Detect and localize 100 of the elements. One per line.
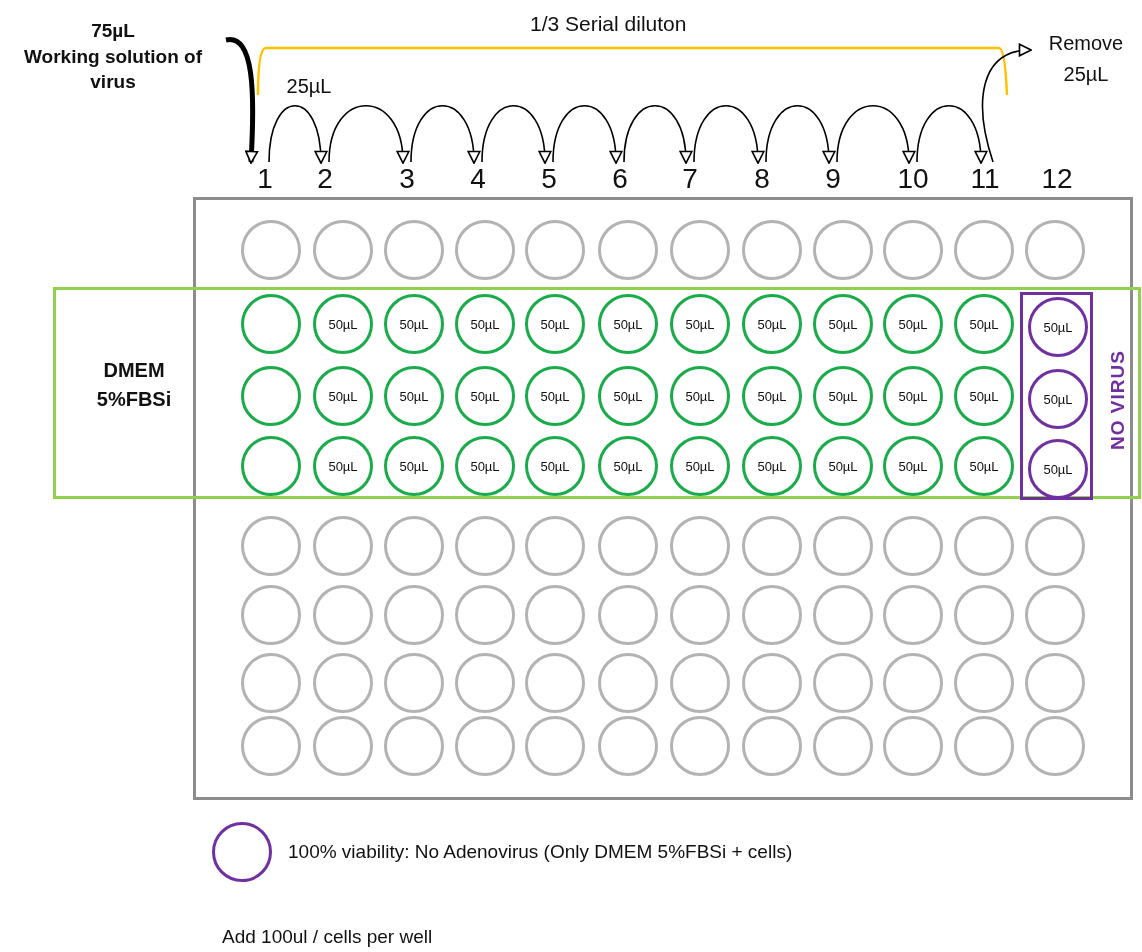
well — [384, 716, 444, 776]
well — [813, 366, 873, 426]
well — [670, 716, 730, 776]
well — [241, 436, 301, 496]
well — [742, 585, 802, 645]
well — [384, 585, 444, 645]
volume-label: 50µL — [828, 388, 858, 404]
well — [742, 653, 802, 713]
volume-label: 50µL — [898, 316, 928, 332]
well — [455, 366, 515, 426]
well — [598, 653, 658, 713]
well — [954, 716, 1014, 776]
well — [813, 294, 873, 354]
well — [313, 220, 373, 280]
well — [598, 294, 658, 354]
well — [670, 220, 730, 280]
well — [883, 585, 943, 645]
volume-label: 50µL — [757, 388, 787, 404]
legend-text: 100% viability: No Adenovirus (Only DMEM 5%FBSi + cells) — [288, 841, 793, 863]
well — [455, 220, 515, 280]
well — [813, 653, 873, 713]
annotation-text: Remove 25µL — [1047, 31, 1125, 87]
well — [455, 516, 515, 576]
volume-label: 50µL — [828, 316, 858, 332]
well — [598, 220, 658, 280]
well — [241, 716, 301, 776]
well — [1028, 297, 1088, 357]
curved-arrow — [623, 104, 692, 164]
well — [598, 366, 658, 426]
well — [670, 516, 730, 576]
column-number: 9 — [824, 162, 842, 196]
curved-arrow — [836, 104, 915, 164]
curved-arrow — [693, 104, 764, 164]
well — [525, 366, 585, 426]
volume-label: 50µL — [613, 458, 643, 474]
column-number: 2 — [316, 162, 334, 196]
volume-label: 50µL — [540, 388, 570, 404]
well — [241, 585, 301, 645]
well — [598, 436, 658, 496]
curved-arrow — [328, 104, 409, 164]
volume-label: 50µL — [685, 458, 715, 474]
volume-label: 50µL — [470, 388, 500, 404]
volume-label: 50µL — [540, 458, 570, 474]
well — [883, 294, 943, 354]
volume-label: 50µL — [969, 388, 999, 404]
well — [241, 220, 301, 280]
well — [1025, 716, 1085, 776]
well — [1025, 220, 1085, 280]
well — [384, 516, 444, 576]
well — [313, 516, 373, 576]
well — [670, 585, 730, 645]
well — [813, 220, 873, 280]
volume-label: 50µL — [898, 458, 928, 474]
well — [670, 294, 730, 354]
well — [525, 516, 585, 576]
well — [883, 653, 943, 713]
well — [1025, 516, 1085, 576]
well — [1025, 585, 1085, 645]
well — [954, 436, 1014, 496]
well — [455, 294, 515, 354]
plate-outline — [193, 197, 1133, 800]
curved-arrow — [410, 104, 480, 164]
bracket-label: 1/3 Serial diluton — [530, 12, 687, 36]
well — [313, 716, 373, 776]
well — [670, 653, 730, 713]
well — [883, 366, 943, 426]
annotation-text: Working solution of virus — [23, 44, 203, 95]
well — [954, 220, 1014, 280]
volume-label: 50µL — [399, 316, 429, 332]
well — [954, 585, 1014, 645]
volume-label: 50µL — [757, 316, 787, 332]
column-number: 5 — [540, 162, 558, 196]
well — [742, 436, 802, 496]
well — [598, 516, 658, 576]
well — [954, 516, 1014, 576]
volume-label: 50µL — [399, 458, 429, 474]
column-number: 1 — [256, 162, 274, 196]
well — [525, 220, 585, 280]
column-number: 11 — [969, 162, 1001, 196]
curved-arrow — [916, 104, 987, 164]
volume-label: 50µL — [1043, 319, 1073, 335]
well — [455, 716, 515, 776]
well — [813, 716, 873, 776]
curved-arrow — [268, 104, 327, 164]
medium-band — [53, 287, 1141, 499]
well — [813, 516, 873, 576]
well — [384, 436, 444, 496]
well — [883, 516, 943, 576]
well — [384, 366, 444, 426]
volume-label: 50µL — [613, 388, 643, 404]
well — [525, 585, 585, 645]
well — [525, 436, 585, 496]
well — [241, 294, 301, 354]
well — [525, 294, 585, 354]
well — [455, 653, 515, 713]
volume-label: 50µL — [685, 316, 715, 332]
volume-label: 50µL — [685, 388, 715, 404]
volume-label: 50µL — [1043, 461, 1073, 477]
volume-label: 50µL — [470, 458, 500, 474]
well — [742, 220, 802, 280]
